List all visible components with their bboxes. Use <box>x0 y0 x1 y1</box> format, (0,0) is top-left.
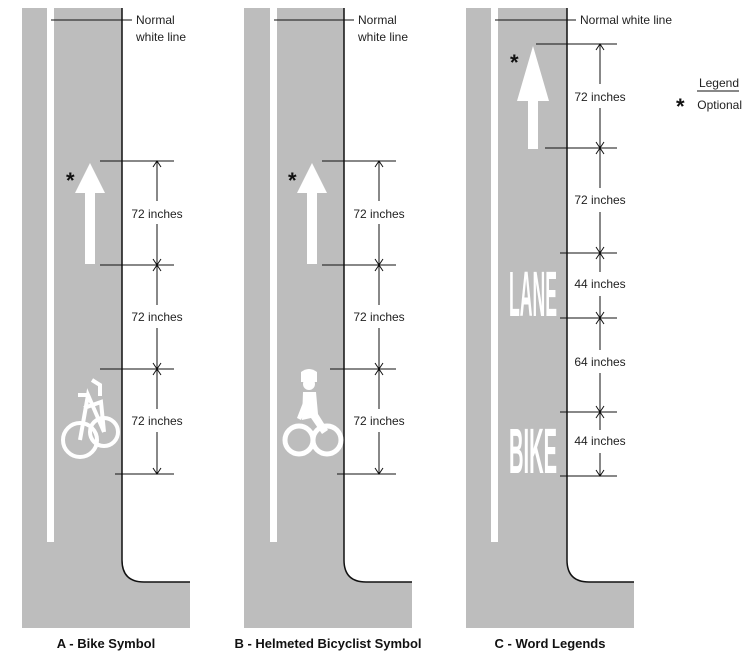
panel-b-bicyclist-symbol <box>282 369 344 457</box>
panel-a-curb-line <box>121 8 190 583</box>
panel-c-dim-5: 44 inches <box>574 434 625 448</box>
panel-b-callout-line2: white line <box>357 30 408 44</box>
legend: Legend * Optional <box>676 76 742 119</box>
legend-label: Optional <box>697 98 742 112</box>
panel-b-curb-line <box>343 8 412 583</box>
panel-c-caption: C - Word Legends <box>495 636 606 651</box>
panel-b-normal-white-line <box>270 8 277 542</box>
panel-c-dim-2: 72 inches <box>574 193 625 207</box>
panel-c-pavement <box>466 8 634 628</box>
panel-b-optional-mark: * <box>288 168 297 193</box>
panel-a-dimensions <box>100 160 174 475</box>
panel-a-caption: A - Bike Symbol <box>57 636 155 651</box>
panel-a-pavement <box>22 8 190 628</box>
panel-a-normal-white-line <box>47 8 54 542</box>
panel-c-dim-3: 44 inches <box>574 277 625 291</box>
panel-b-caption: B - Helmeted Bicyclist Symbol <box>234 636 421 651</box>
panel-a-callout-line1: Normal <box>136 13 175 27</box>
panel-c-word-bike: BIKE <box>509 415 557 487</box>
panel-c-callout-line1: Normal white line <box>580 13 672 27</box>
panel-c-dim-1: 72 inches <box>574 90 625 104</box>
panel-c-optional-mark: * <box>510 50 519 75</box>
panel-b-arrow <box>297 163 327 264</box>
panel-a-callout-line2: white line <box>135 30 186 44</box>
panel-c-curb-line <box>566 8 634 583</box>
legend-symbol: * <box>676 94 685 119</box>
panel-b-callout-line1: Normal <box>358 13 397 27</box>
panel-a-bike-symbol: Normal white line * 72 inches 72 inches … <box>22 8 190 651</box>
panel-a-dim-1: 72 inches <box>131 207 182 221</box>
panel-b-dim-2: 72 inches <box>353 310 404 324</box>
panel-b-dimensions <box>322 160 396 475</box>
legend-title: Legend <box>699 76 739 90</box>
panel-c-dim-4: 64 inches <box>574 355 625 369</box>
panel-b-dim-1: 72 inches <box>353 207 404 221</box>
panel-c-dimensions <box>536 43 617 477</box>
panel-b-pavement <box>244 8 412 628</box>
panel-c-word-lane: LANE <box>509 258 557 330</box>
panel-a-dim-2: 72 inches <box>131 310 182 324</box>
panel-c-arrow <box>517 46 549 149</box>
panel-b-dim-3: 72 inches <box>353 414 404 428</box>
panel-a-bicycle-symbol <box>61 378 120 459</box>
panel-c-word-legends: Normal white line * LANE BIKE 72 inches … <box>466 8 672 651</box>
panel-a-optional-mark: * <box>66 168 75 193</box>
panel-a-dim-3: 72 inches <box>131 414 182 428</box>
panel-a-arrow <box>75 163 105 264</box>
panel-b-helmeted-bicyclist: Normal white line * 72 inches 72 inches … <box>234 8 422 651</box>
panel-c-normal-white-line <box>491 8 498 542</box>
